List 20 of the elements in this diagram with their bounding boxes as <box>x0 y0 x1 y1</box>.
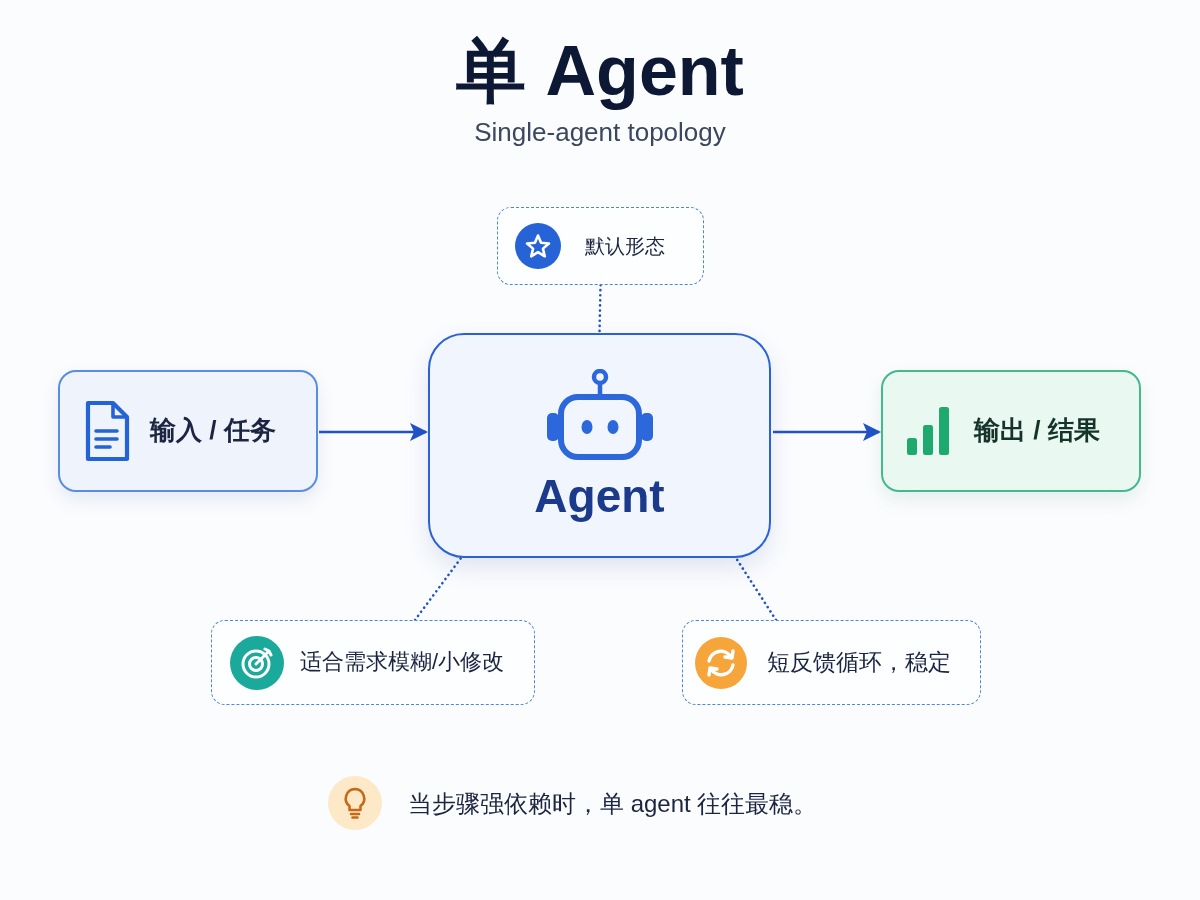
agent-box <box>428 333 771 558</box>
arrow <box>773 423 881 441</box>
node-label: Agent <box>534 469 665 524</box>
callout-box <box>682 620 981 705</box>
arrow <box>319 423 428 441</box>
connector-line <box>734 556 778 622</box>
callout-box <box>211 620 535 705</box>
node-label: 短反馈循环，稳定 <box>767 648 951 677</box>
title-text: 单 Agent <box>456 31 744 112</box>
node-label: 输入 / 任务 <box>150 415 276 447</box>
node-label: 默认形态 <box>585 234 665 258</box>
note-text: 当步骤强依赖时，单 agent 往往最稳。 <box>408 790 818 819</box>
node-label: 适合需求模糊/小修改 <box>300 649 505 676</box>
input-box <box>58 370 318 492</box>
node-label: 输出 / 结果 <box>974 415 1100 447</box>
output-box <box>881 370 1141 492</box>
callout-box <box>497 207 704 285</box>
subtitle-text: Single-agent topology <box>474 117 726 149</box>
connector-line <box>413 556 463 622</box>
connector-line <box>598 283 602 335</box>
